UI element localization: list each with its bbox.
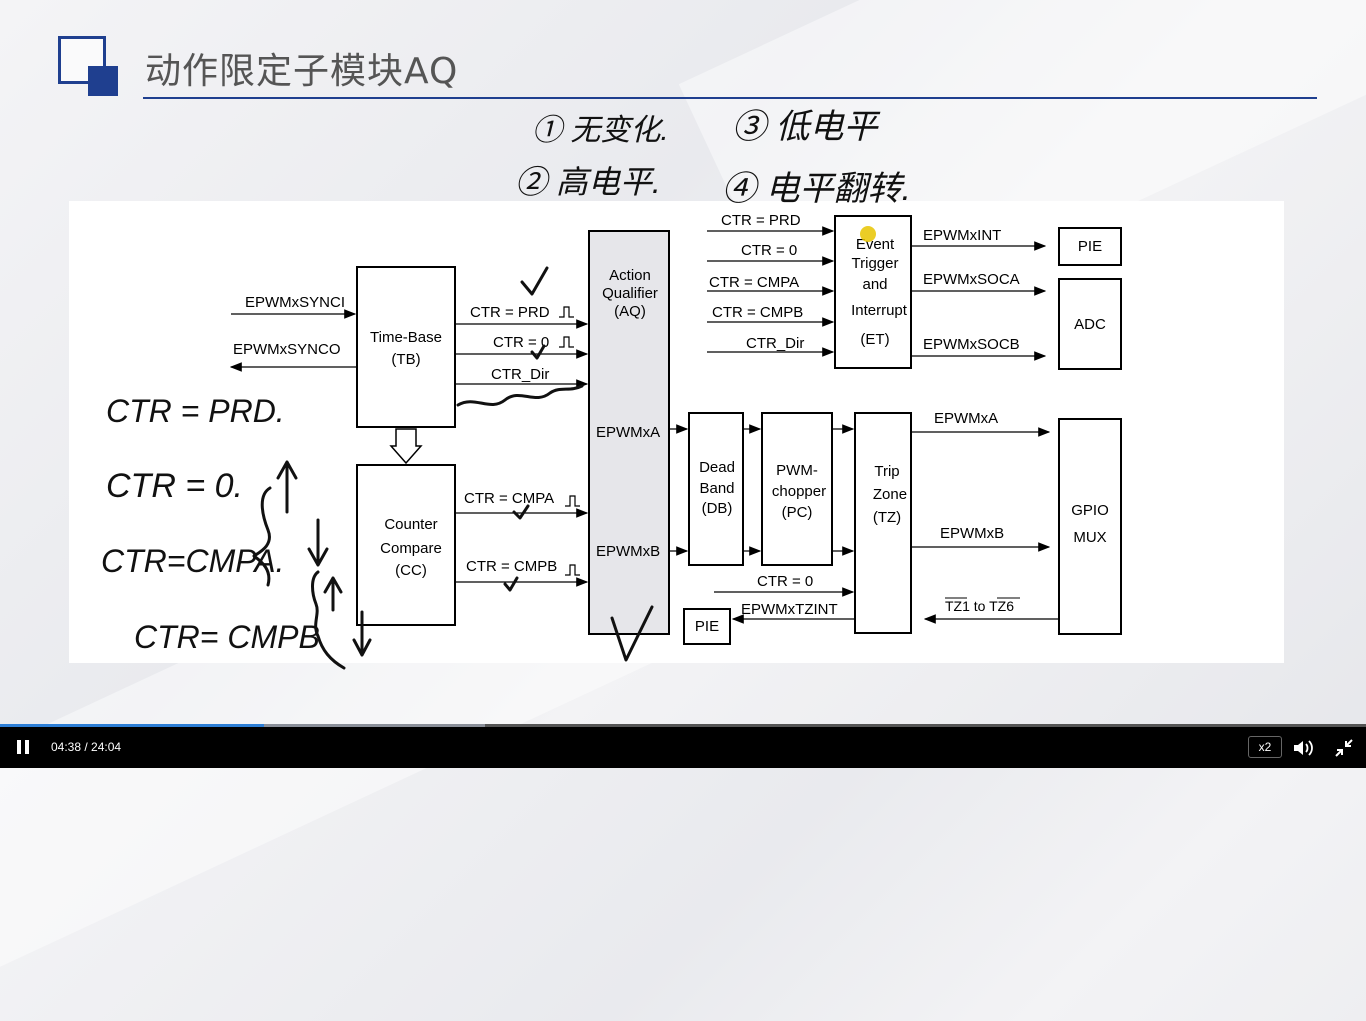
tz-range-label: TZ1 to TZ6 (945, 598, 1014, 614)
player-control-bar: 04:38 / 24:04 x2 (0, 727, 1366, 768)
progress-bar[interactable] (0, 724, 1366, 727)
cc-label-abbr: (CC) (395, 562, 427, 579)
pie-bottom-block (683, 608, 731, 645)
gpio-mux-label: GPIO (1071, 502, 1109, 519)
slide-title: 动作限定子模块AQ (145, 51, 459, 92)
pie-bottom-label: PIE (695, 618, 719, 635)
pause-icon (17, 740, 21, 754)
tb-label: Time-Base (370, 329, 442, 346)
db-label: Band (699, 480, 734, 497)
db-label: Dead (699, 459, 735, 476)
pause-button[interactable] (14, 739, 34, 757)
tz-epwmb-label: EPWMxB (940, 525, 1004, 542)
et-dir-label: CTR_Dir (746, 335, 804, 352)
et-label: Interrupt (851, 302, 908, 319)
adc-block (1058, 278, 1122, 370)
tz-label-abbr: (TZ) (873, 509, 901, 526)
aq-label: Action (609, 267, 651, 284)
et-label: and (862, 276, 887, 293)
time-base-block (356, 266, 456, 428)
tb-to-cc-arrow (389, 428, 423, 465)
et-zero-label: CTR = 0 (741, 242, 797, 259)
et-int-label: EPWMxINT (923, 227, 1001, 244)
tz-epwma-label: EPWMxA (934, 410, 998, 427)
cc-cmpa-label: CTR = CMPA (464, 490, 554, 507)
et-soca-label: EPWMxSOCA (923, 271, 1020, 288)
volume-button[interactable] (1292, 738, 1314, 758)
aq-label: Qualifier (602, 285, 658, 302)
total-time: 24:04 (91, 740, 122, 754)
pie-top-label: PIE (1078, 238, 1102, 255)
note-high-level: ② 高电平. (515, 164, 661, 200)
et-socb-label: EPWMxSOCB (923, 336, 1020, 353)
tb-dir-label: CTR_Dir (491, 366, 549, 383)
volume-icon (1294, 740, 1313, 756)
tz-int-label: EPWMxTZINT (741, 601, 838, 618)
pc-label: PWM- (776, 462, 818, 479)
tz-ctr0-label: CTR = 0 (757, 573, 813, 590)
aq-epwmb-label: EPWMxB (596, 543, 660, 560)
exit-fullscreen-button[interactable] (1334, 738, 1354, 758)
dead-band-block (688, 412, 744, 566)
playback-speed-button[interactable]: x2 (1248, 736, 1282, 758)
pie-top-block (1058, 227, 1122, 266)
action-qualifier-block (588, 230, 670, 635)
et-label: Trigger (852, 255, 899, 272)
db-label-abbr: (DB) (702, 500, 733, 517)
pc-label-abbr: (PC) (782, 504, 813, 521)
title-underline (143, 97, 1317, 99)
et-label-abbr: (ET) (860, 331, 889, 348)
gpio-mux-label: MUX (1073, 529, 1106, 546)
time-display: 04:38 / 24:04 (51, 740, 121, 754)
exit-fullscreen-icon (1335, 739, 1353, 757)
pc-label: chopper (772, 483, 826, 500)
progress-played (0, 724, 264, 727)
sync-in-label: EPWMxSYNCI (245, 294, 345, 311)
et-cmpa-label: CTR = CMPA (709, 274, 799, 291)
note-no-change: ① 无变化. (532, 114, 669, 147)
tb-label-abbr: (TB) (391, 351, 420, 368)
adc-label: ADC (1074, 316, 1106, 333)
trip-zone-block (854, 412, 912, 634)
slide-logo (58, 36, 118, 96)
aq-epwma-label: EPWMxA (596, 424, 660, 441)
cc-cmpb-label: CTR = CMPB (466, 558, 557, 575)
tz-label: Trip (874, 463, 899, 480)
et-cmpb-label: CTR = CMPB (712, 304, 803, 321)
sync-out-label: EPWMxSYNCO (233, 341, 341, 358)
aq-label-abbr: (AQ) (614, 303, 646, 320)
pause-icon (25, 740, 29, 754)
cc-label: Counter (384, 516, 437, 533)
tb-zero-label: CTR = 0 (493, 334, 549, 351)
current-time: 04:38 (51, 740, 82, 754)
et-prd-label: CTR = PRD (721, 212, 801, 229)
counter-compare-block (356, 464, 456, 626)
tb-prd-label: CTR = PRD (470, 304, 550, 321)
gpio-mux-block (1058, 418, 1122, 635)
pwm-chopper-block (761, 412, 833, 566)
epwm-block-diagram: Time-Base (TB) Counter Compare (CC) Acti… (69, 201, 1284, 663)
tz-label: Zone (873, 486, 907, 503)
et-label: Event (856, 236, 895, 253)
cc-label: Compare (380, 540, 442, 557)
time-separator: / (81, 740, 92, 754)
